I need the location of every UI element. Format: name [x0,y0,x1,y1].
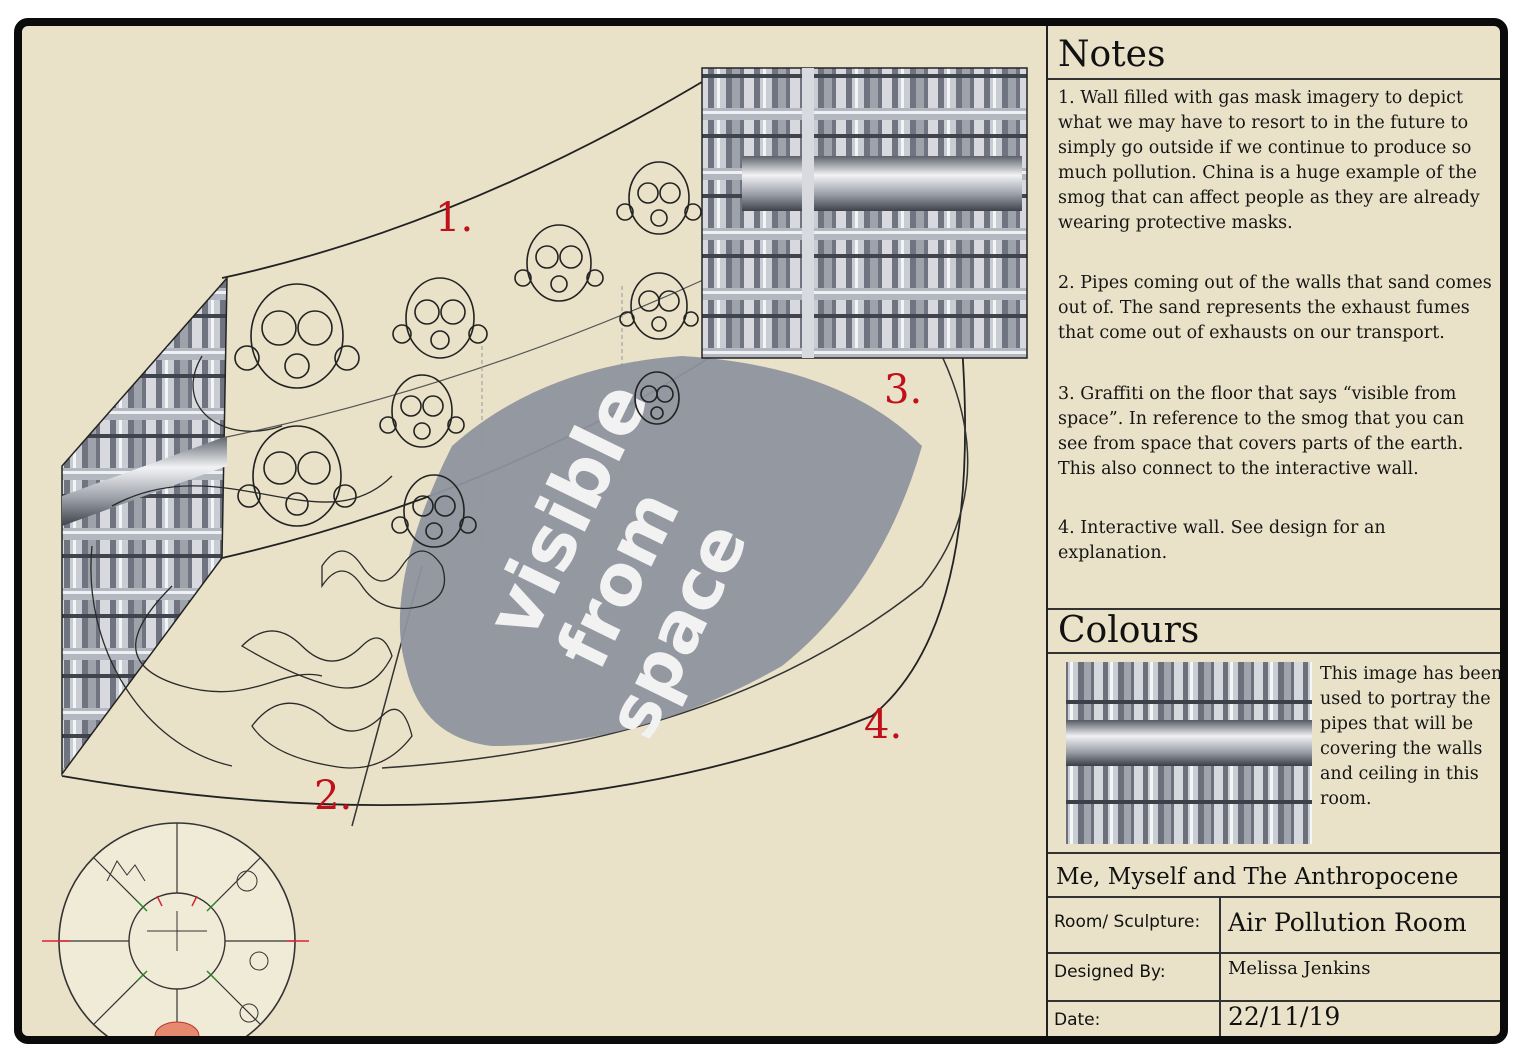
floor-graffiti-area [399,356,923,746]
sand-scribbles [90,355,446,769]
room-label: Room/ Sculpture: [1054,912,1201,932]
project-name: Me, Myself and The Anthropocene [1056,864,1459,890]
colours-description: This image has been used to portray the … [1320,664,1503,809]
designer-value: Melissa Jenkins [1228,958,1371,979]
room-value: Air Pollution Room [1228,908,1467,937]
date-label: Date: [1054,1010,1101,1030]
floor-outer-edge [61,345,966,806]
wall-top-edge [221,75,713,279]
exhibition-map-icon [42,822,309,1036]
notes-heading: Notes [1058,34,1166,75]
date-value: 22/11/19 [1228,1002,1341,1031]
design-sheet: visible from space [14,18,1508,1044]
label-3: 3. [884,367,922,413]
colours-heading: Colours [1058,610,1200,651]
note-4: 4. Interactive wall. See design for an e… [1058,518,1386,563]
title-panel: Notes 1. Wall filled with gas mask image… [1046,26,1503,1036]
label-4: 4. [864,702,902,748]
left-wall-pipes-image [61,275,228,777]
gas-mask-drawings [234,161,702,548]
pipes-reference-image [701,67,1028,359]
designer-label: Designed By: [1054,962,1166,982]
note-1: 1. Wall filled with gas mask imagery to … [1058,88,1480,233]
note-3: 3. Graffiti on the floor that says “visi… [1058,384,1465,479]
room-sketch: visible from space [42,67,1028,1036]
note-2: 2. Pipes coming out of the walls that sa… [1058,273,1492,343]
colour-swatch-image [1066,662,1312,844]
label-1: 1. [435,195,473,241]
label-2: 2. [314,773,352,819]
